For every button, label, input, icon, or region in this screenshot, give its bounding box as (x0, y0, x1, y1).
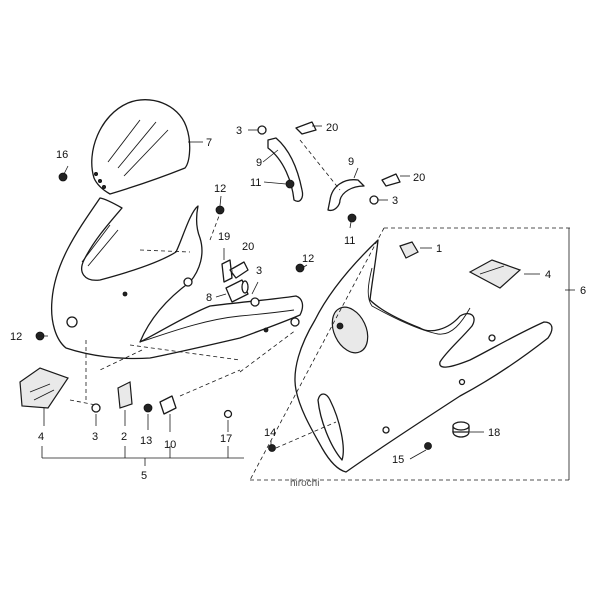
windscreen (91, 99, 191, 195)
callout-18: 18 (488, 427, 500, 439)
leader-lines (36, 125, 575, 480)
bracket-10 (159, 395, 177, 415)
watermark: hirochi (290, 478, 319, 489)
callouts: 7 16 12 12 12 3 20 9 11 9 20 3 11 1 4 6 … (10, 122, 586, 489)
callout-11-left: 11 (250, 177, 261, 189)
assembly-lines (69, 139, 572, 481)
callout-5: 5 (141, 470, 147, 482)
spacer-8 (225, 279, 249, 303)
callout-20-top: 20 (326, 122, 338, 134)
callout-2: 2 (121, 431, 127, 443)
callout-12-top: 12 (214, 183, 226, 195)
callout-6: 6 (580, 285, 586, 297)
upper-cowl (50, 197, 304, 360)
callout-20-right: 20 (413, 172, 425, 184)
callout-19: 19 (218, 231, 230, 243)
callout-3-right: 3 (392, 195, 398, 207)
callout-14: 14 (264, 427, 276, 439)
callout-12-right: 12 (302, 253, 314, 265)
callout-17: 17 (220, 433, 232, 445)
grommet-18 (452, 421, 470, 438)
nut-19 (221, 259, 233, 283)
clip-part-1 (399, 241, 419, 259)
plate-2 (117, 381, 133, 409)
callout-12-left: 12 (10, 331, 22, 343)
callout-3-bottom: 3 (92, 431, 98, 443)
mirror-pad (19, 367, 69, 409)
callout-4-left: 4 (38, 431, 44, 443)
clip-20-top (295, 121, 317, 135)
callout-16: 16 (56, 149, 68, 161)
callout-15: 15 (392, 454, 404, 466)
callout-3-top: 3 (236, 125, 242, 137)
callout-10: 10 (164, 439, 176, 451)
callout-13: 13 (140, 435, 152, 447)
callout-11-right: 11 (344, 235, 355, 247)
lower-cowl (294, 239, 553, 473)
clip-20-mid (229, 261, 249, 279)
callout-20-mid: 20 (242, 241, 254, 253)
callout-4-right: 4 (545, 269, 551, 281)
clip-20-right (381, 173, 401, 187)
callout-8: 8 (206, 292, 212, 304)
callout-3-mid: 3 (256, 265, 262, 277)
callout-9-right: 9 (348, 156, 354, 168)
callout-9-left: 9 (256, 157, 262, 169)
side-pad (468, 259, 522, 289)
callout-1: 1 (436, 243, 442, 255)
stay-upper (267, 137, 304, 202)
stay-lower (327, 179, 365, 212)
callout-7: 7 (206, 137, 212, 149)
